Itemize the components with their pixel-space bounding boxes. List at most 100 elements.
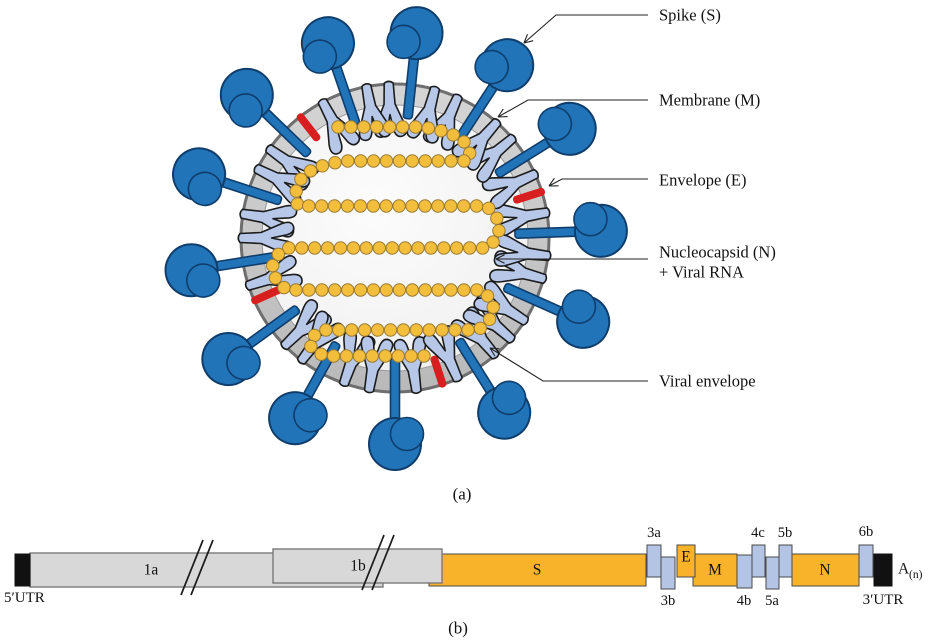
nucleocapsid-bead — [457, 199, 471, 213]
envelope-label: Envelope (E) — [659, 171, 747, 190]
spike-protein — [172, 147, 283, 207]
nucleocapsid-bead — [450, 241, 464, 255]
nucleocapsid-bead — [344, 120, 358, 134]
nucleocapsid-bead — [357, 120, 371, 134]
nucleocapsid-bead — [431, 154, 445, 168]
nucleocapsid-bead — [341, 154, 355, 168]
nucleocapsid-bead — [333, 241, 348, 255]
spike-leader — [523, 14, 648, 44]
panel-a-caption: (a) — [453, 485, 472, 504]
envelope-protein — [251, 285, 283, 305]
gene-label-6b: 6b — [859, 524, 874, 540]
nucleocapsid-bead — [304, 339, 318, 354]
nucleocapsid-bead — [328, 156, 342, 170]
spike-protein — [164, 243, 278, 298]
spike-protein — [219, 67, 312, 158]
nucleocapsid-bead — [383, 323, 398, 337]
nucleocapsid-bead — [354, 154, 368, 168]
envelope-protein — [512, 187, 546, 204]
nucleocapsid-bead — [340, 199, 355, 213]
nucleocapsid-bead — [370, 323, 385, 337]
virion-generated-parts — [164, 6, 628, 471]
gene-box-E — [676, 544, 696, 578]
nucleocapsid-bead — [424, 241, 438, 255]
nucleocapsid-bead — [302, 283, 316, 297]
nucleocapsid-bead — [408, 120, 423, 134]
nucleocapsid-bead — [469, 199, 484, 213]
spike-head-lobe — [561, 289, 597, 325]
spike-head-lobe — [187, 171, 223, 207]
spike-proteins — [164, 6, 628, 471]
nucleocapsid-bead — [405, 154, 419, 168]
nucleocapsid-bead — [395, 120, 410, 134]
gene-label-M: M — [708, 562, 722, 579]
gene-box-1b — [272, 548, 443, 584]
nucleocapsid-bead — [353, 283, 368, 297]
nucleocapsid-bead — [417, 349, 431, 363]
nucleocapsid-bead — [434, 124, 448, 138]
nucleocapsid-bead — [370, 120, 384, 134]
viral-envelope-label: Viral envelope — [659, 372, 756, 391]
nucleocapsid-bead — [379, 154, 394, 168]
nucleocapsid-bead — [418, 283, 432, 297]
nucleocapsid-leader — [495, 254, 648, 264]
envelope-leader — [548, 177, 648, 187]
nucleocapsid-bead — [385, 241, 399, 255]
spike-head-lobe — [293, 397, 328, 433]
spike-protein — [494, 101, 597, 178]
nucleocapsid-bead — [383, 120, 397, 134]
nucleocapsid-bead — [435, 323, 449, 337]
nucleocapsid-bead — [308, 241, 322, 255]
gene-label-5b: 5b — [778, 525, 793, 541]
nucleocapsid-bead — [339, 349, 354, 363]
gene-box-3b — [660, 556, 676, 590]
gene-label-3b: 3b — [661, 593, 676, 609]
nucleocapsid-bead — [332, 323, 346, 337]
nucleocapsid-bead — [444, 283, 458, 297]
nucleocapsid-bead — [444, 154, 458, 168]
utr3-label: 3′UTR — [863, 592, 904, 608]
spike-head-lobe — [537, 106, 573, 142]
gene-label-E: E — [681, 549, 690, 566]
arrowhead-stroke — [497, 108, 504, 118]
nucleocapsid-label-line1: Nucleocapsid (N) — [659, 243, 776, 262]
spike-label: Spike (S) — [659, 6, 721, 25]
gene-label-1b: 1b — [350, 558, 366, 575]
utr5-box — [14, 553, 31, 587]
panel-b-genome-map: 1a 1b S E M N 3a 4c 5b 6b 3b 4b 5a 5′UTR… — [4, 524, 923, 638]
nucleocapsid-bead — [341, 283, 355, 297]
nucleocapsid-bead — [461, 323, 475, 337]
nucleocapsid-bead — [345, 323, 359, 337]
nucleocapsid-bead — [448, 323, 462, 337]
gene-box-S — [428, 553, 647, 587]
nucleocapsid-bead — [268, 271, 283, 285]
gene-box-3a — [646, 544, 662, 578]
spike-head-lobe — [386, 24, 421, 60]
genome-break-marks — [180, 534, 395, 596]
gene-label-1a: 1a — [144, 562, 159, 579]
gene-label-N: N — [819, 562, 830, 579]
arrowhead-stroke — [489, 347, 500, 350]
gene-label-5a: 5a — [765, 593, 779, 609]
viral-envelope-leader — [489, 347, 648, 382]
polya-label-base: A — [898, 561, 910, 578]
nucleocapsid-bead — [282, 241, 296, 255]
nucleocapsid-bead — [421, 121, 435, 135]
gene-box-6b — [858, 544, 874, 578]
nucleocapsid-bead — [486, 235, 500, 249]
nucleocapsid-bead — [446, 128, 460, 142]
spike-protein — [456, 38, 535, 140]
spike-head-lobe — [228, 93, 263, 128]
membrane-leader — [497, 99, 648, 118]
nucleocapsid-rna-chain — [266, 120, 506, 363]
utr3-box — [873, 553, 893, 587]
nucleocapsid-bead — [405, 199, 419, 213]
nucleocapsid-bead — [289, 283, 303, 297]
nucleocapsid-bead — [366, 283, 381, 297]
polya-label-subscript: (n) — [909, 569, 923, 581]
nucleocapsid-bead — [409, 323, 423, 337]
panel-b-caption: (b) — [448, 619, 468, 638]
arrowhead-stroke — [523, 33, 529, 44]
nucleocapsid-bead — [331, 120, 345, 134]
